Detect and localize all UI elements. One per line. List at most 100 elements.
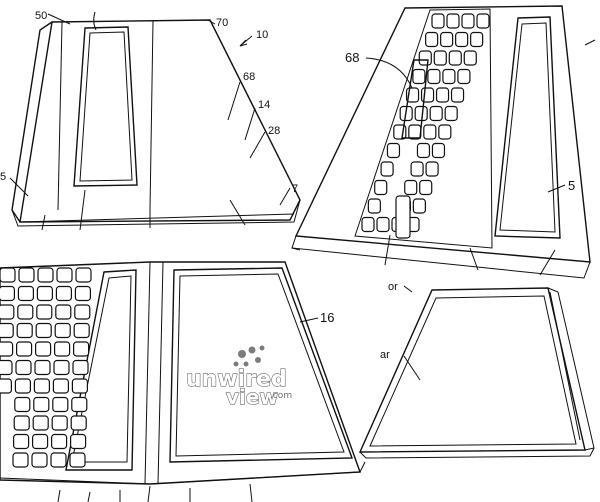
keyboard-key — [412, 68, 426, 85]
keyboard-key — [14, 396, 31, 413]
keyboard-key — [429, 105, 443, 122]
keyboard-key — [450, 87, 465, 103]
label-ar: ar — [380, 349, 390, 361]
keyboard-key — [461, 13, 475, 29]
unwiredview-watermark-logo: unwired view .com — [185, 345, 292, 410]
keyboard-key — [425, 161, 439, 177]
keyboard-key — [18, 267, 35, 283]
label-7: 7 — [292, 183, 298, 195]
keyboard-key — [408, 124, 422, 140]
keyboard-key — [69, 452, 86, 468]
keyboard-key — [34, 341, 52, 357]
keyboard-key — [470, 31, 484, 48]
keyboard-key — [17, 285, 34, 302]
keyboard-key — [448, 50, 462, 66]
keyboard-key — [31, 433, 49, 450]
watermark-suffix: .com — [270, 391, 292, 401]
label-68: 68 — [243, 71, 255, 83]
keyboard-key — [431, 13, 445, 29]
keyboard-key — [404, 179, 418, 196]
keyboard-key — [55, 285, 73, 302]
label-16: 16 — [320, 310, 334, 325]
keyboard-key — [53, 341, 71, 357]
keyboard-key — [395, 195, 411, 239]
keyboard-key — [71, 378, 89, 394]
keyboard-key — [0, 359, 13, 376]
keyboard-key — [71, 396, 88, 413]
closed-cover-figure: 50 70 10 68 14 28 7 5 — [0, 10, 301, 231]
label-14: 14 — [258, 99, 270, 111]
keyboard-key — [444, 105, 458, 122]
keyboard-key — [13, 433, 30, 450]
keyboard-key — [50, 452, 67, 468]
keyboard-key — [75, 267, 92, 283]
label-5-keyboard: 5 — [568, 178, 575, 193]
keyboard-key — [15, 359, 32, 376]
keyboard-key — [425, 31, 439, 48]
keyboard-key — [380, 161, 394, 177]
keyboard-key — [50, 433, 68, 450]
keyboard-key — [13, 415, 30, 431]
keyboard-key — [51, 415, 68, 431]
keyboard-key — [72, 341, 90, 357]
label-10: 10 — [256, 29, 268, 41]
keyboard-key — [73, 322, 90, 339]
keyboard-key — [455, 31, 469, 48]
keyboard-key — [14, 378, 31, 394]
keyboard-key — [457, 68, 471, 85]
keyboard-key — [418, 50, 432, 66]
keyboard-key — [431, 142, 446, 159]
keyboard-key — [32, 415, 49, 431]
keyboard-key — [17, 304, 34, 320]
open-cover-figure: 16 — [0, 261, 366, 502]
keyboard-key — [367, 198, 381, 214]
keyboard-key — [56, 267, 73, 283]
keyboard-key — [34, 359, 51, 376]
keyboard-key — [55, 304, 72, 320]
label-50: 50 — [35, 10, 47, 22]
keyboard-key — [414, 105, 428, 122]
keyboard-key — [37, 267, 54, 283]
keyboard-key — [433, 50, 447, 66]
keyboard-key — [0, 285, 15, 302]
keyboard-key — [376, 216, 390, 233]
keyboard-key — [74, 285, 92, 302]
keyboard-key — [386, 142, 401, 159]
keyboard-key — [435, 87, 450, 103]
keyboard-key — [16, 322, 33, 339]
label-70: 70 — [216, 17, 228, 29]
label-68-keyboard: 68 — [345, 50, 359, 65]
label-or: or — [388, 281, 398, 293]
keyboard-key — [438, 124, 452, 140]
keyboard-key — [442, 68, 456, 85]
keyboard-key — [31, 452, 48, 468]
keyboard-key — [52, 378, 70, 394]
keyboard-key — [70, 415, 87, 431]
keyboard-key — [69, 433, 87, 450]
keyboard-key — [476, 13, 490, 29]
keyboard-key — [361, 216, 375, 233]
keyboard-key — [36, 304, 53, 320]
signal-arcs-icon — [233, 345, 265, 367]
keyboard-key — [53, 359, 70, 376]
keyboard-key — [419, 179, 433, 196]
keyboard-key — [423, 124, 437, 140]
keyboard-key — [35, 322, 52, 339]
keyboard-key — [12, 452, 29, 468]
keyboard-key — [446, 13, 460, 29]
keyboard-key — [427, 68, 441, 85]
keyboard-key — [416, 142, 431, 159]
keyboard-key — [374, 179, 388, 196]
keyboard-key — [0, 322, 14, 339]
keyboard-key — [0, 267, 16, 283]
keyboard-key — [0, 304, 15, 320]
keyboard-key — [463, 50, 477, 66]
keyboard-key — [72, 359, 89, 376]
keyboard-cover-figure: 68 5 — [291, 5, 596, 279]
keyboard-key — [33, 396, 50, 413]
keyboard-key — [440, 31, 454, 48]
keyboard-key — [74, 304, 91, 320]
watermark-line1: unwired — [186, 367, 287, 392]
keyboard-key — [0, 341, 14, 357]
